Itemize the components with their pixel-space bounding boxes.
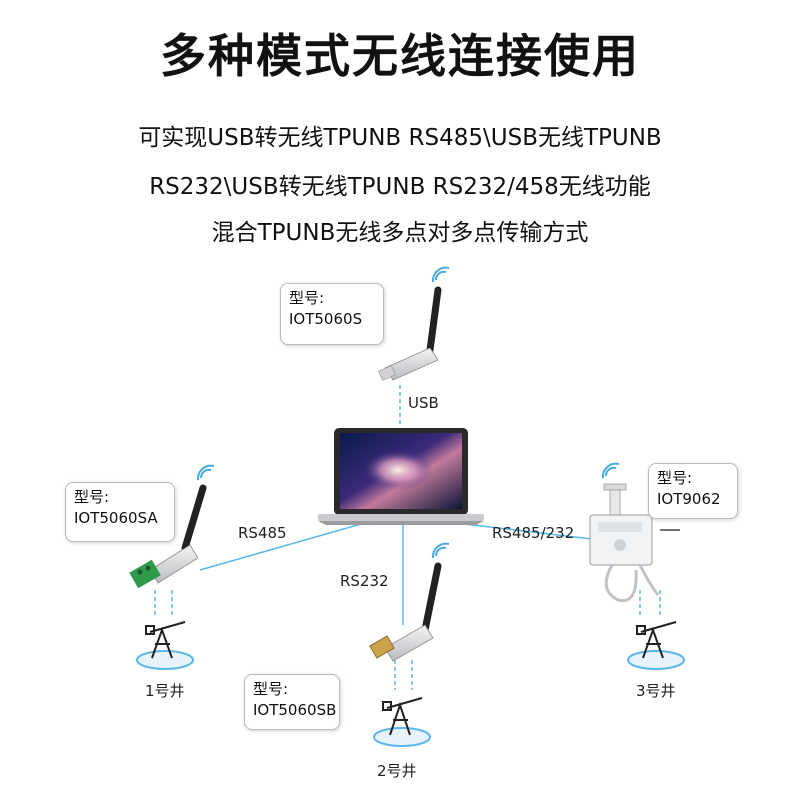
- wifi-icon-rs485: [196, 464, 215, 481]
- wifi-icon-rs232: [431, 542, 450, 559]
- rs485-link-line: [199, 519, 376, 571]
- rs485-device: [129, 484, 207, 589]
- subtitle-line-1: 可实现USB转无线TPUNB RS485\USB无线TPUNB: [138, 125, 662, 151]
- model-label-sensor: 型号:: [657, 469, 693, 487]
- connection-label-usb: USB: [408, 394, 439, 412]
- laptop: [318, 428, 484, 525]
- well-label-1: 1号井: [145, 682, 185, 700]
- model-name-sensor: IOT9062: [657, 490, 721, 508]
- wifi-icon-sensor: [601, 462, 620, 479]
- well-label-2: 2号井: [377, 762, 417, 780]
- sensor-device: [589, 483, 680, 603]
- model-bubble-sensor: 型号: IOT9062: [648, 463, 738, 519]
- page-title: 多种模式无线连接使用: [160, 29, 640, 83]
- model-name-usb: IOT5060S: [289, 310, 363, 328]
- well-1-icon: [136, 621, 194, 670]
- connection-lines: [154, 385, 661, 690]
- model-name-rs232: IOT5060SB: [253, 701, 337, 719]
- subtitle-line-2: RS232\USB转无线TPUNB RS232/458无线功能: [149, 174, 651, 200]
- model-name-rs485: IOT5060SA: [74, 509, 158, 527]
- connection-label-rs485: RS485: [238, 524, 287, 542]
- model-bubble-rs232: 型号: IOT5060SB: [244, 674, 340, 730]
- rs232-device: [369, 562, 442, 662]
- well-label-3: 3号井: [636, 682, 676, 700]
- connection-label-rs485-232: RS485/232: [492, 524, 575, 542]
- usb-dongle-device: [378, 286, 442, 381]
- model-label-rs485: 型号:: [74, 488, 110, 506]
- model-label-rs232: 型号:: [253, 680, 289, 698]
- model-label-usb: 型号:: [289, 289, 325, 307]
- wifi-icon-usb: [431, 266, 450, 283]
- well-3-icon: [627, 621, 685, 670]
- model-bubble-usb: 型号: IOT5060S: [280, 283, 384, 345]
- well-2-icon: [373, 697, 431, 747]
- connection-label-rs232: RS232: [340, 572, 389, 590]
- model-bubble-rs485: 型号: IOT5060SA: [65, 482, 175, 542]
- subtitle-line-3: 混合TPUNB无线多点对多点传输方式: [211, 220, 589, 246]
